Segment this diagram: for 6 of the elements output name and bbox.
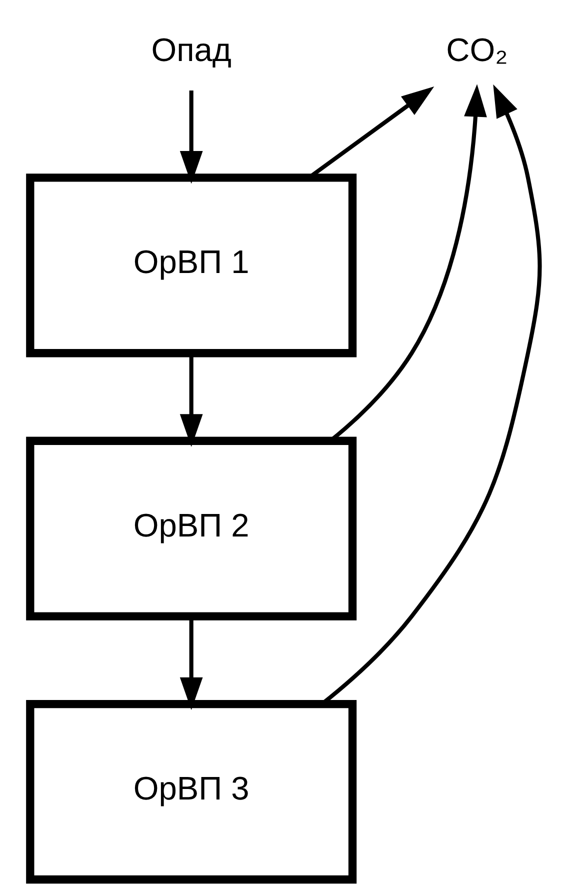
node-text: CO₂ [446,30,508,68]
node-box: ОрВП 3 [26,700,357,884]
node-box: ОрВП 2 [26,436,357,620]
arrow [180,90,203,184]
node-text: Опад [151,30,232,68]
node-box: ОрВП 1 [26,174,357,358]
